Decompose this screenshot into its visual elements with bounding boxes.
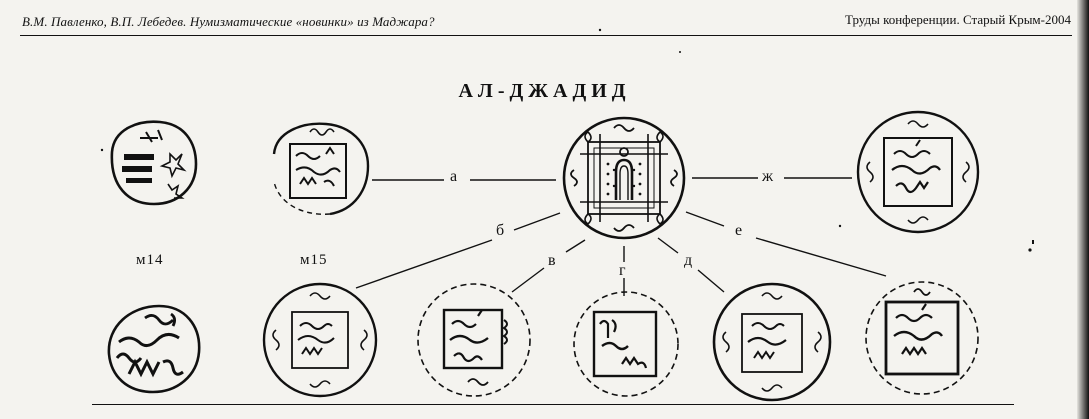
connector-line-d xyxy=(697,269,725,293)
coin-g xyxy=(573,291,679,397)
bottom-rule xyxy=(92,404,1014,405)
coin-m15-obverse xyxy=(272,122,370,216)
scan-edge-shadow xyxy=(1077,0,1089,419)
link-label-b: б xyxy=(496,222,505,239)
coin-e xyxy=(865,281,979,395)
coin-code-m14: м14 xyxy=(136,252,164,268)
link-label-d: д xyxy=(684,252,693,269)
coin-code-m15: м15 xyxy=(300,252,328,268)
connector-line-e xyxy=(755,237,887,277)
coin-zh xyxy=(856,110,980,234)
connector-line-v xyxy=(511,267,545,293)
header-rule xyxy=(20,35,1072,36)
coin-d xyxy=(712,282,832,402)
connector-line-d xyxy=(657,237,679,254)
running-header-publication: Труды конференции. Старый Крым-2004 xyxy=(845,12,1071,27)
coin-m14-reverse xyxy=(107,304,201,394)
connector-line-v xyxy=(565,239,586,253)
link-label-zh: ж xyxy=(762,168,774,185)
connector-line-e xyxy=(685,211,725,227)
link-label-g: г xyxy=(619,262,626,279)
coin-b xyxy=(262,282,378,398)
link-label-e: е xyxy=(735,222,743,239)
running-header-authors: В.М. Павленко, В.П. Лебедев. Нумизматиче… xyxy=(22,14,435,29)
coin-v xyxy=(417,283,531,397)
connector-line-b xyxy=(355,239,493,289)
link-label-a: а xyxy=(450,168,458,185)
connector-line-b xyxy=(513,212,561,231)
coin-m14-obverse xyxy=(110,120,198,206)
figure-title: АЛ-ДЖАДИД xyxy=(458,80,631,102)
link-label-v: в xyxy=(548,252,556,269)
coin-central-al-jadid xyxy=(562,116,686,240)
